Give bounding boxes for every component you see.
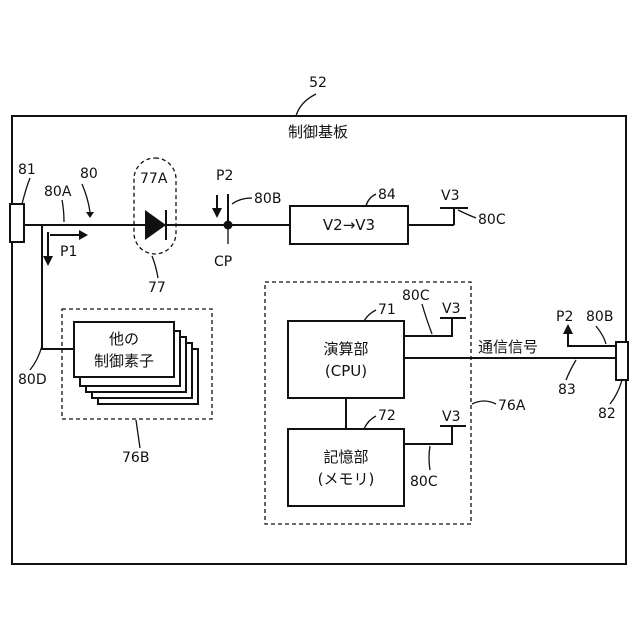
cpu-ref-80c-leader [422,304,432,334]
memory-line1: 記憶部 [323,448,368,466]
ref-80d: 80D [18,372,47,388]
comm-signal-label: 通信信号 [478,338,538,356]
p2-up-arrowhead [563,324,573,334]
cpu-group-ref: 76A [498,398,526,414]
p2-label-top: P2 [216,168,233,184]
diode-group-ref: 77 [148,280,166,296]
comm-ref-leader [566,360,576,380]
ref-80b-top: 80B [254,191,281,207]
cp-label: CP [214,254,232,270]
ref-80d-leader [30,346,42,370]
board-ref-leader [296,94,316,116]
left-connector-ref: 81 [18,162,36,178]
cpu-box [288,321,404,398]
cpu-ref-80c: 80C [402,288,430,304]
cpu-group-leader [472,401,496,404]
other-elements-group-leader [136,420,140,448]
left-connector [10,204,24,242]
memory-ref-80c: 80C [410,474,438,490]
diode-icon [145,210,166,240]
memory-line2: (メモリ) [318,470,375,488]
p1-flow-arrowhead [79,230,88,240]
ref-80-arrowhead [86,212,94,218]
board-title: 制御基板 [288,123,348,141]
comm-ref: 83 [558,382,576,398]
right-connector [616,342,628,380]
right-connector-ref: 82 [598,406,616,422]
converter-label: V2→V3 [323,216,375,234]
other-elements-group-ref: 76B [122,450,149,466]
memory-ref-leader [364,416,376,429]
ref-80-leader [82,184,90,212]
memory-box [288,429,404,506]
cpu-ref-leader [364,310,376,321]
memory-ref-80c-leader [429,446,430,470]
v3-label-top: V3 [441,188,459,204]
p1-down-arrowhead [43,256,53,266]
cpu-v3-line [404,318,452,336]
cpu-line2: (CPU) [325,362,367,380]
p2-down-arrowhead [212,208,222,218]
ref-80: 80 [80,166,98,182]
p1-label: P1 [60,244,77,260]
ref-80a: 80A [44,184,72,200]
ref-80b-right-leader [596,326,606,344]
right-connector-leader [610,380,622,404]
other-elements-line1: 他の [109,330,139,348]
ref-80c-top: 80C [478,212,506,228]
ref-80c-top-leader [458,210,476,218]
memory-v3-label: V3 [442,409,460,425]
cpu-ref: 71 [378,302,396,318]
converter-ref: 84 [378,187,396,203]
p2-label-right: P2 [556,309,573,325]
memory-ref: 72 [378,408,396,424]
ref-80b-top-leader [232,198,252,204]
other-elements-line2: 制御素子 [94,352,154,370]
cpu-v3-label: V3 [442,301,460,317]
diode-ref: 77A [140,171,168,187]
left-connector-leader [22,178,30,204]
memory-v3-line [404,426,452,444]
ref-80b-right: 80B [586,309,613,325]
p2-right-line [568,332,616,346]
diode-group-leader [152,256,158,278]
ref-80a-leader [62,200,64,222]
cpu-line1: 演算部 [323,340,368,358]
converter-ref-leader [366,194,376,206]
board-ref-label: 52 [309,75,327,91]
